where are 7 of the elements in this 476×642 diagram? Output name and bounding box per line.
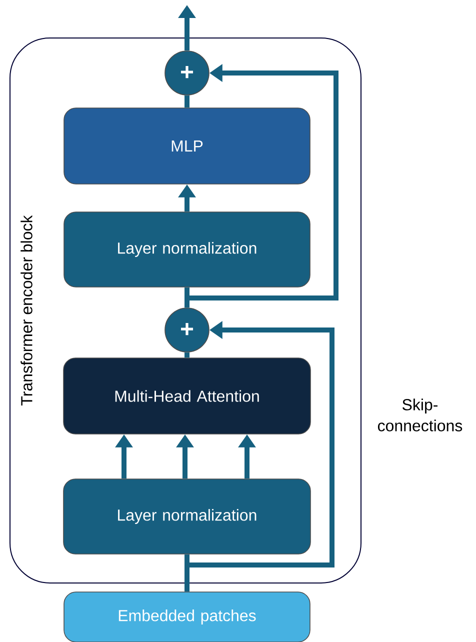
input-box: Embedded patches — [64, 592, 310, 642]
process-box: MLP — [64, 108, 310, 184]
process-box: Multi-Head Attention — [63, 358, 311, 434]
process-box: Layer normalization — [64, 212, 310, 288]
process-box: Layer normalization — [63, 478, 311, 554]
side-label: Skip-connections — [378, 398, 462, 432]
block-title: Transformer encoder block — [20, 215, 32, 406]
